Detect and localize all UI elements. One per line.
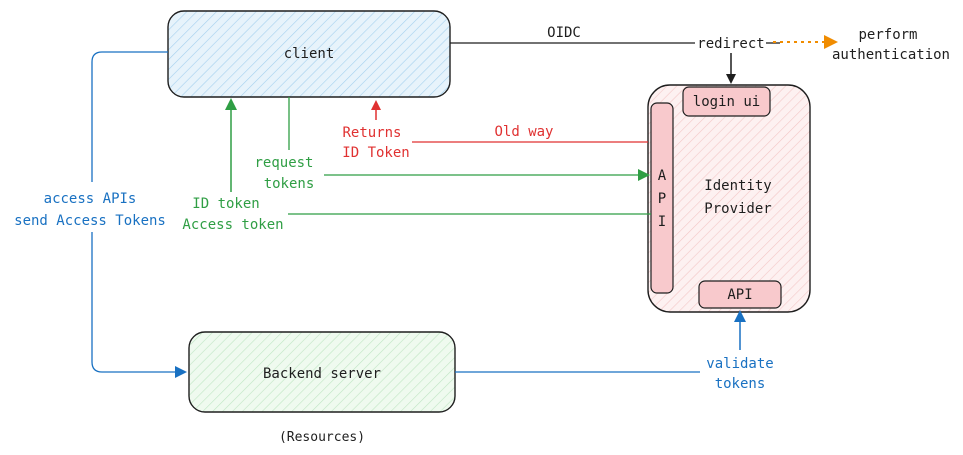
request-label-line1: request <box>254 155 313 171</box>
perform-auth-line2: authentication <box>832 47 950 63</box>
resources-label: (Resources) <box>279 430 365 445</box>
login-ui-label: login ui <box>693 94 760 110</box>
returns-label-line2: ID Token <box>342 145 409 161</box>
access-apis-line1: access APIs <box>44 191 137 207</box>
idp-label-line1: Identity <box>704 178 771 194</box>
perform-auth-line1: perform <box>858 27 917 43</box>
returns-label-line1: Returns <box>342 125 401 141</box>
redirect-label: redirect <box>697 36 764 52</box>
validate-line2: tokens <box>715 376 766 392</box>
client-label: client <box>284 46 335 62</box>
oidc-connector: OIDC redirect <box>450 25 780 84</box>
validate-line1: validate <box>706 356 773 372</box>
access-apis-connector: access APIs send Access Tokens <box>14 51 187 378</box>
validate-tokens-connector: validate tokens <box>455 310 774 392</box>
api-side-letter-p: P <box>658 191 666 207</box>
login-ui-node: login ui <box>682 86 771 117</box>
oidc-label: OIDC <box>547 25 581 41</box>
client-node: client <box>167 10 451 98</box>
api-side-letter-i: I <box>658 214 666 230</box>
request-tokens-connector: request tokens <box>254 97 650 192</box>
idp-label-line2: Provider <box>704 201 771 217</box>
backend-label: Backend server <box>263 366 381 382</box>
api-side-node: A P I <box>650 102 674 294</box>
id-token-label: ID token <box>192 196 259 212</box>
old-way-connector: Old way Returns ID Token <box>342 100 648 161</box>
request-label-line2: tokens <box>264 176 315 192</box>
id-access-token-connector: ID token Access token <box>182 98 651 233</box>
access-token-label: Access token <box>182 217 283 233</box>
backend-node: Backend server <box>188 331 456 413</box>
perform-auth-connector: perform authentication <box>773 27 950 63</box>
access-apis-line2: send Access Tokens <box>14 213 166 229</box>
api-bottom-node: API <box>698 280 782 309</box>
api-bottom-label: API <box>727 287 752 303</box>
api-side-letter-a: A <box>658 168 667 184</box>
identity-provider-node: Identity Provider <box>647 84 811 313</box>
old-way-label: Old way <box>494 124 553 140</box>
